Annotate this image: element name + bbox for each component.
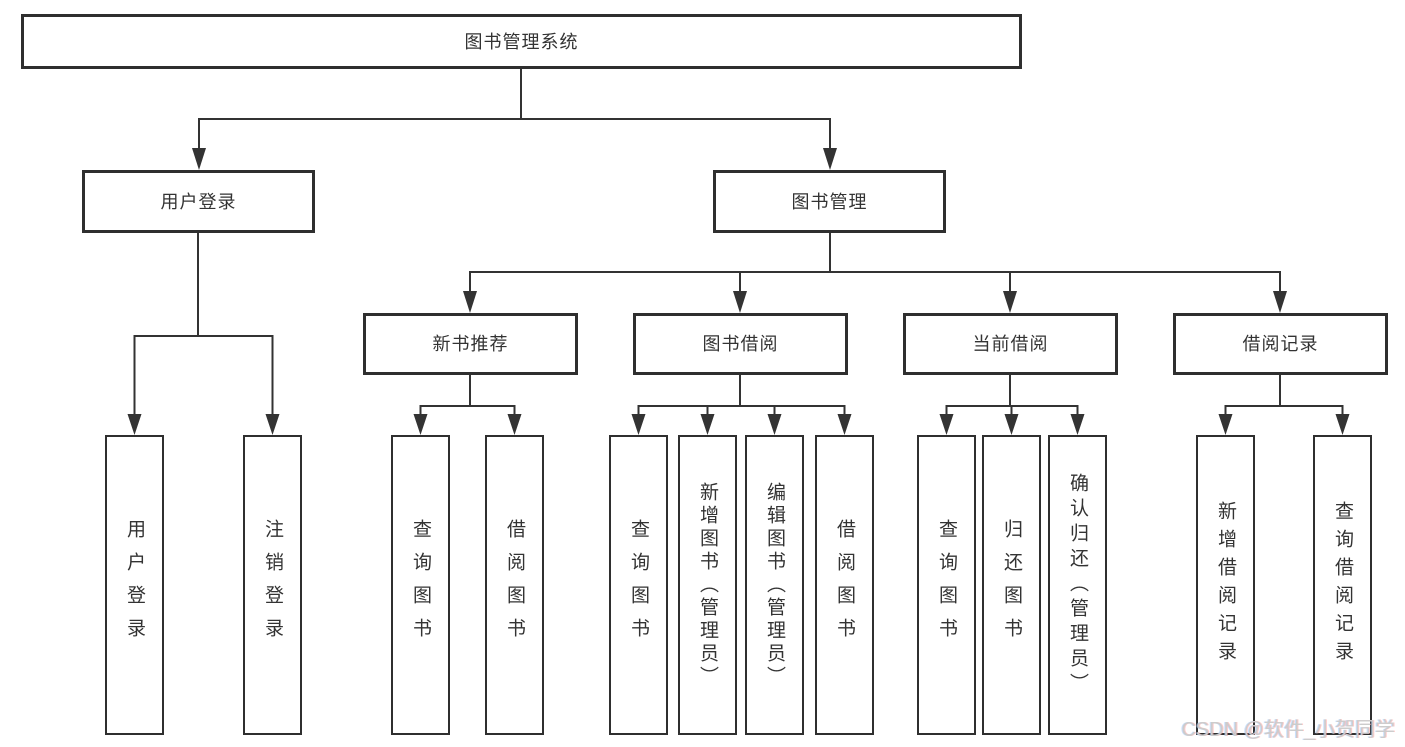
node-book-mgmt: 图书管理 [713, 170, 946, 233]
node-borrow-record: 借阅记录 [1173, 313, 1388, 375]
node-new-book-rec-label: 新书推荐 [432, 334, 509, 354]
leaf-logout-label: 注销登录 [262, 519, 283, 651]
node-root: 图书管理系统 [21, 14, 1022, 69]
leaf-add-books-admin-label: 新增图书（管理员） [697, 481, 718, 689]
node-current-borrow: 当前借阅 [903, 313, 1118, 375]
leaf-borrow-books-1: 借阅图书 [485, 435, 544, 735]
node-book-mgmt-label: 图书管理 [791, 191, 868, 212]
connector-new-book-rec-children [413, 375, 522, 435]
connector-book-borrow-children [631, 375, 852, 435]
connector-borrow-record-children [1218, 375, 1350, 435]
leaf-borrow-books-2-label: 借阅图书 [834, 519, 855, 651]
leaf-query-borrow-record-label: 查询借阅记录 [1332, 501, 1353, 669]
leaf-query-books-3-label: 查询图书 [936, 519, 957, 651]
leaf-add-borrow-record-label: 新增借阅记录 [1215, 501, 1236, 669]
leaf-edit-books-admin: 编辑图书（管理员） [745, 435, 804, 735]
leaf-return-books: 归还图书 [982, 435, 1041, 735]
node-book-borrow-label: 图书借阅 [702, 334, 779, 354]
connector-current-borrow-children [939, 375, 1085, 435]
leaf-borrow-books-2: 借阅图书 [815, 435, 874, 735]
leaf-query-borrow-record: 查询借阅记录 [1313, 435, 1372, 735]
leaf-query-books-3: 查询图书 [917, 435, 976, 735]
node-current-borrow-label: 当前借阅 [972, 334, 1049, 354]
leaf-confirm-return-admin: 确认归还（管理员） [1048, 435, 1107, 735]
leaf-query-books-1: 查询图书 [391, 435, 450, 735]
csdn-watermark: CSDN @软件_小贺同学 [1181, 719, 1395, 741]
node-root-label: 图书管理系统 [464, 31, 579, 52]
leaf-return-books-label: 归还图书 [1001, 519, 1022, 651]
node-new-book-rec: 新书推荐 [363, 313, 578, 375]
leaf-edit-books-admin-label: 编辑图书（管理员） [764, 481, 785, 689]
leaf-query-books-2: 查询图书 [609, 435, 668, 735]
leaf-borrow-books-1-label: 借阅图书 [504, 519, 525, 651]
leaf-logout: 注销登录 [243, 435, 302, 735]
leaf-confirm-return-admin-label: 确认归还（管理员） [1067, 472, 1088, 698]
node-borrow-record-label: 借阅记录 [1242, 334, 1319, 354]
leaf-query-books-1-label: 查询图书 [410, 519, 431, 651]
leaf-query-books-2-label: 查询图书 [628, 519, 649, 651]
leaf-user-login: 用户登录 [105, 435, 164, 735]
leaf-add-borrow-record: 新增借阅记录 [1196, 435, 1255, 735]
leaf-user-login-label: 用户登录 [124, 519, 145, 651]
node-book-borrow: 图书借阅 [633, 313, 848, 375]
node-user-login: 用户登录 [82, 170, 315, 233]
connector-root-to-level2 [192, 69, 837, 170]
node-user-login-label: 用户登录 [160, 191, 237, 212]
connector-book-mgmt-children [463, 233, 1287, 313]
connector-user-login-children [127, 233, 280, 435]
leaf-add-books-admin: 新增图书（管理员） [678, 435, 737, 735]
